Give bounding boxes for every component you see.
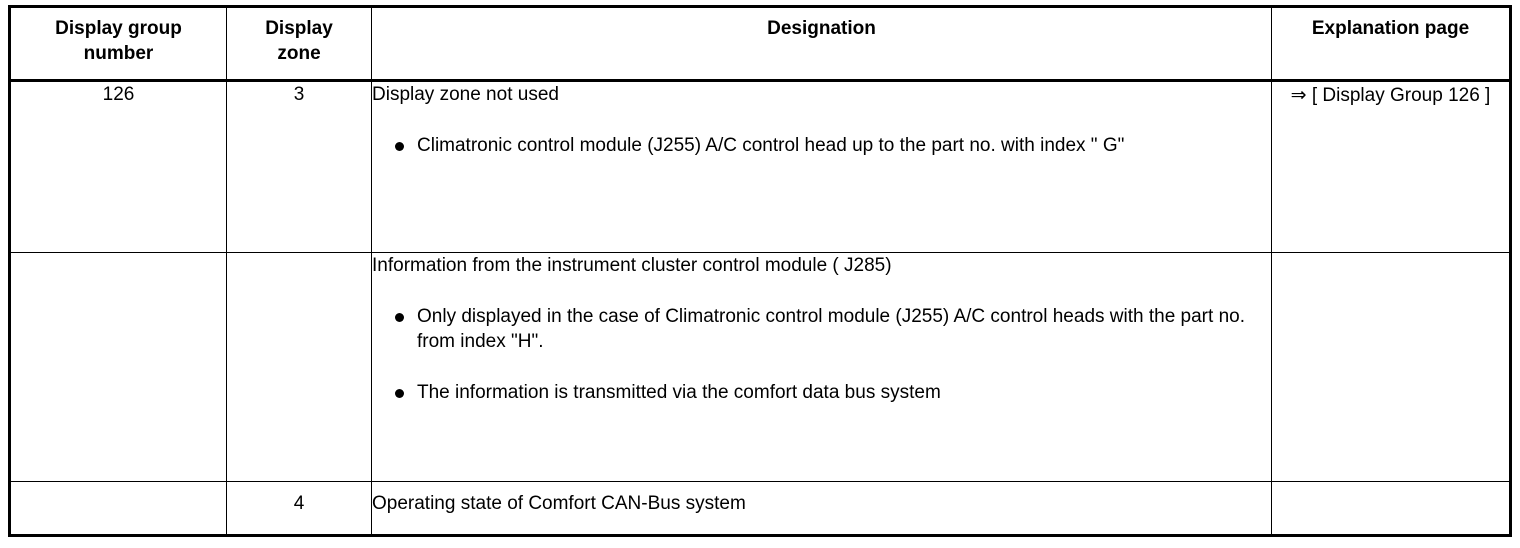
list-item: Only displayed in the case of Climatroni… xyxy=(372,304,1271,354)
column-header-explanation-page: Explanation page xyxy=(1271,6,1511,82)
list-item: Climatronic control module (J255) A/C co… xyxy=(372,133,1271,158)
bullet-text: Only displayed in the case of Climatroni… xyxy=(417,306,1245,352)
bullet-icon xyxy=(395,389,404,398)
column-header-designation: Designation xyxy=(371,6,1272,82)
cell-display-zone: 3 xyxy=(226,80,372,253)
column-header-line1: Display xyxy=(265,18,333,39)
bullet-icon xyxy=(395,313,404,322)
column-header-display-group-number: Display group number xyxy=(9,6,227,82)
designation-lead-text: Display zone not used xyxy=(372,84,559,105)
display-group-spec-table: Display group number Display zone Design… xyxy=(8,5,1512,537)
cell-explanation-page: ⇒ [ Display Group 126 ] xyxy=(1271,80,1511,253)
table-body: 126 3 Display zone not used Climatronic … xyxy=(9,80,1511,536)
table-row: Information from the instrument cluster … xyxy=(9,252,1511,482)
designation-lead-text: Operating state of Comfort CAN-Bus syste… xyxy=(372,493,746,514)
cell-designation: Display zone not used Climatronic contro… xyxy=(371,80,1272,253)
bullet-text: The information is transmitted via the c… xyxy=(417,382,941,403)
column-header-line1: Display group xyxy=(55,18,182,39)
table-row: 126 3 Display zone not used Climatronic … xyxy=(9,80,1511,253)
list-item: The information is transmitted via the c… xyxy=(372,380,1271,405)
explanation-link-text[interactable]: [ Display Group 126 ] xyxy=(1311,85,1491,106)
bullet-text: Climatronic control module (J255) A/C co… xyxy=(417,135,1125,156)
cell-display-group-number xyxy=(9,252,227,482)
table-header-row: Display group number Display zone Design… xyxy=(9,6,1511,82)
designation-lead-text: Information from the instrument cluster … xyxy=(372,255,892,276)
cell-display-zone: 4 xyxy=(226,481,372,536)
table-header: Display group number Display zone Design… xyxy=(9,6,1511,82)
column-header-display-zone: Display zone xyxy=(226,6,372,82)
cell-designation: Information from the instrument cluster … xyxy=(371,252,1272,482)
column-header-line2: zone xyxy=(277,43,321,64)
cell-display-group-number: 126 xyxy=(9,80,227,253)
cell-explanation-page xyxy=(1271,481,1511,536)
cell-display-zone xyxy=(226,252,372,482)
designation-bullet-list: Only displayed in the case of Climatroni… xyxy=(372,304,1271,405)
cell-designation: Operating state of Comfort CAN-Bus syste… xyxy=(371,481,1272,536)
cell-display-group-number xyxy=(9,481,227,536)
table-row: 4 Operating state of Comfort CAN-Bus sys… xyxy=(9,481,1511,536)
cell-explanation-page xyxy=(1271,252,1511,482)
double-arrow-right-icon: ⇒ xyxy=(1290,84,1307,106)
column-header-line2: number xyxy=(83,43,154,64)
bullet-icon xyxy=(395,142,404,151)
designation-bullet-list: Climatronic control module (J255) A/C co… xyxy=(372,133,1271,158)
